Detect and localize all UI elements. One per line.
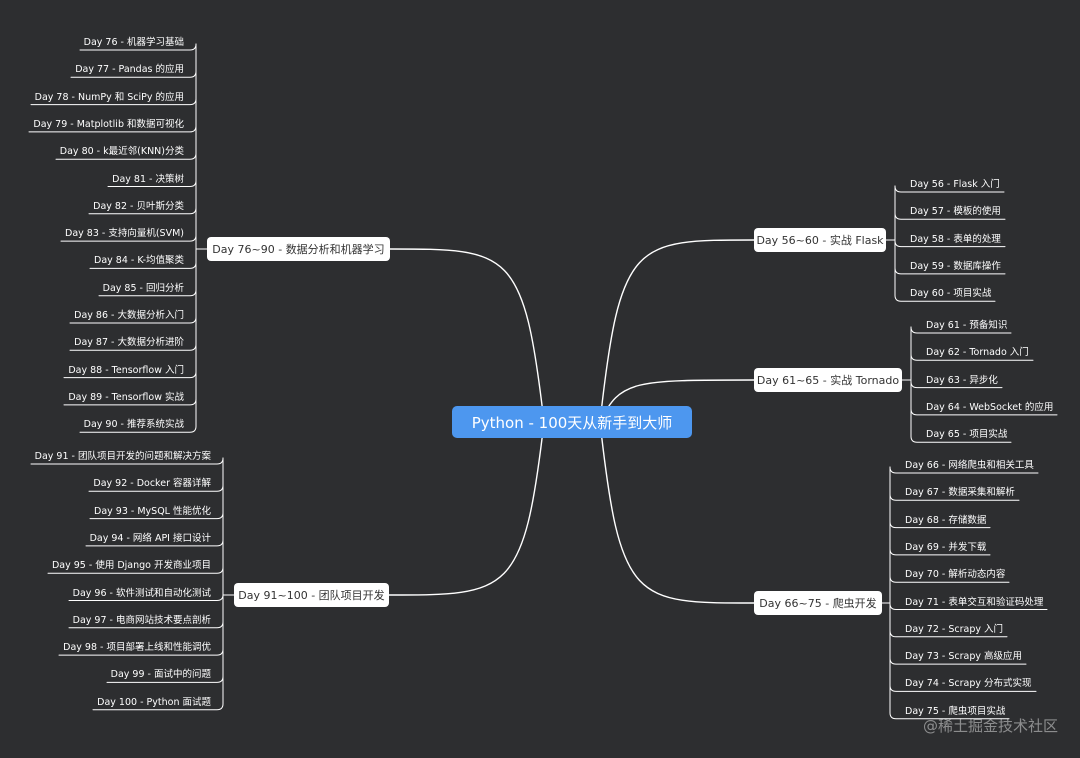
leaf-topic[interactable]: Day 68 - 存储数据 bbox=[905, 514, 987, 526]
leaf-topic[interactable]: Day 80 - k最近邻(KNN)分类 bbox=[59, 146, 184, 158]
branch-topic-label: Day 56~60 - 实战 Flask bbox=[756, 234, 884, 247]
watermark: @稀土掘金技术社区 bbox=[922, 717, 1058, 735]
leaf-topic[interactable]: Day 88 - Tensorflow 入门 bbox=[68, 364, 184, 376]
leaf-topic[interactable]: Day 72 - Scrapy 入门 bbox=[905, 623, 1003, 635]
leaf-topic[interactable]: Day 79 - Matplotlib 和数据可视化 bbox=[33, 118, 184, 130]
leaf-topic[interactable]: Day 96 - 软件测试和自动化测试 bbox=[72, 587, 211, 599]
leaf-topic[interactable]: Day 93 - MySQL 性能优化 bbox=[94, 505, 211, 517]
leaf-topic[interactable]: Day 57 - 模板的使用 bbox=[910, 206, 1001, 218]
leaf-topic[interactable]: Day 99 - 面试中的问题 bbox=[110, 669, 211, 681]
leaf-topic[interactable]: Day 64 - WebSocket 的应用 bbox=[926, 401, 1054, 413]
leaf-topic[interactable]: Day 89 - Tensorflow 实战 bbox=[68, 391, 184, 403]
branch-connector-4 bbox=[389, 248, 545, 423]
branch-connector-5 bbox=[388, 421, 545, 596]
leaf-topic[interactable]: Day 95 - 使用 Django 开发商业项目 bbox=[51, 560, 211, 572]
root-topic[interactable]: Python - 100天从新手到大师 bbox=[452, 406, 692, 438]
leaf-topic[interactable]: Day 92 - Docker 容器详解 bbox=[93, 478, 211, 490]
leaf-topic[interactable]: Day 65 - 项目实战 bbox=[926, 429, 1008, 441]
branch-connector-3 bbox=[599, 421, 755, 604]
branch-topic-label: Day 61~65 - 实战 Tornado bbox=[756, 374, 900, 387]
branch-topic-label: Day 66~75 - 爬虫开发 bbox=[759, 597, 877, 610]
leaf-topic[interactable]: Day 84 - K-均值聚类 bbox=[94, 255, 184, 267]
leaf-topic[interactable]: Day 90 - 推荐系统实战 bbox=[83, 419, 184, 431]
leaf-topic[interactable]: Day 60 - 项目实战 bbox=[910, 288, 992, 300]
leaf-topic[interactable]: Day 94 - 网络 API 接口设计 bbox=[89, 532, 211, 544]
branch-topic-4[interactable]: Day 76~90 - 数据分析和机器学习 bbox=[207, 237, 390, 261]
leaf-topic[interactable]: Day 67 - 数据采集和解析 bbox=[905, 487, 1015, 499]
leaf-topic[interactable]: Day 74 - Scrapy 分布式实现 bbox=[905, 678, 1032, 690]
leaf-topic[interactable]: Day 56 - Flask 入门 bbox=[910, 179, 1000, 190]
branch-topic-5[interactable]: Day 91~100 - 团队项目开发 bbox=[234, 583, 389, 607]
leaf-topic[interactable]: Day 86 - 大数据分析入门 bbox=[74, 310, 184, 321]
branch-topic-label: Day 91~100 - 团队项目开发 bbox=[238, 589, 385, 602]
branch-topic-3[interactable]: Day 66~75 - 爬虫开发 bbox=[754, 591, 882, 615]
leaf-topic[interactable]: Day 75 - 爬虫项目实战 bbox=[905, 705, 1006, 717]
leaf-topic[interactable]: Day 98 - 项目部署上线和性能调优 bbox=[63, 642, 211, 654]
leaf-topic[interactable]: Day 82 - 贝叶斯分类 bbox=[93, 200, 184, 212]
branch-topic-1[interactable]: Day 56~60 - 实战 Flask bbox=[754, 228, 886, 252]
leaf-topic[interactable]: Day 69 - 并发下载 bbox=[905, 541, 987, 553]
leaf-topic[interactable]: Day 100 - Python 面试题 bbox=[97, 696, 211, 708]
leaf-topic[interactable]: Day 58 - 表单的处理 bbox=[910, 233, 1001, 245]
leaf-topic[interactable]: Day 97 - 电商网站技术要点剖析 bbox=[72, 614, 211, 626]
branch-connector-1 bbox=[599, 239, 755, 423]
leaf-topic[interactable]: Day 59 - 数据库操作 bbox=[910, 260, 1001, 272]
root-topic-label: Python - 100天从新手到大师 bbox=[471, 413, 673, 432]
leaf-topic[interactable]: Day 61 - 预备知识 bbox=[926, 320, 1008, 331]
leaf-topic[interactable]: Day 78 - NumPy 和 SciPy 的应用 bbox=[34, 91, 184, 103]
leaf-topic[interactable]: Day 83 - 支持向量机(SVM) bbox=[65, 228, 184, 240]
leaf-topic[interactable]: Day 76 - 机器学习基础 bbox=[83, 37, 184, 48]
leaf-topic[interactable]: Day 70 - 解析动态内容 bbox=[905, 569, 1006, 581]
branch-topic-label: Day 76~90 - 数据分析和机器学习 bbox=[212, 243, 385, 256]
leaf-topic[interactable]: Day 71 - 表单交互和验证码处理 bbox=[905, 596, 1044, 608]
leaf-topic[interactable]: Day 73 - Scrapy 高级应用 bbox=[905, 651, 1022, 663]
leaf-topic[interactable]: Day 66 - 网络爬虫和相关工具 bbox=[905, 460, 1034, 471]
leaf-topic[interactable]: Day 63 - 异步化 bbox=[926, 374, 998, 386]
leaf-topic[interactable]: Day 85 - 回归分析 bbox=[102, 282, 184, 294]
leaf-topic[interactable]: Day 62 - Tornado 入门 bbox=[926, 347, 1029, 359]
leaf-topic[interactable]: Day 77 - Pandas 的应用 bbox=[75, 64, 184, 76]
leaf-topic[interactable]: Day 87 - 大数据分析进阶 bbox=[74, 337, 184, 349]
branch-topic-2[interactable]: Day 61~65 - 实战 Tornado bbox=[754, 368, 902, 392]
leaf-topic[interactable]: Day 81 - 决策树 bbox=[112, 173, 184, 185]
leaf-topic[interactable]: Day 91 - 团队项目开发的问题和解决方案 bbox=[34, 451, 211, 462]
